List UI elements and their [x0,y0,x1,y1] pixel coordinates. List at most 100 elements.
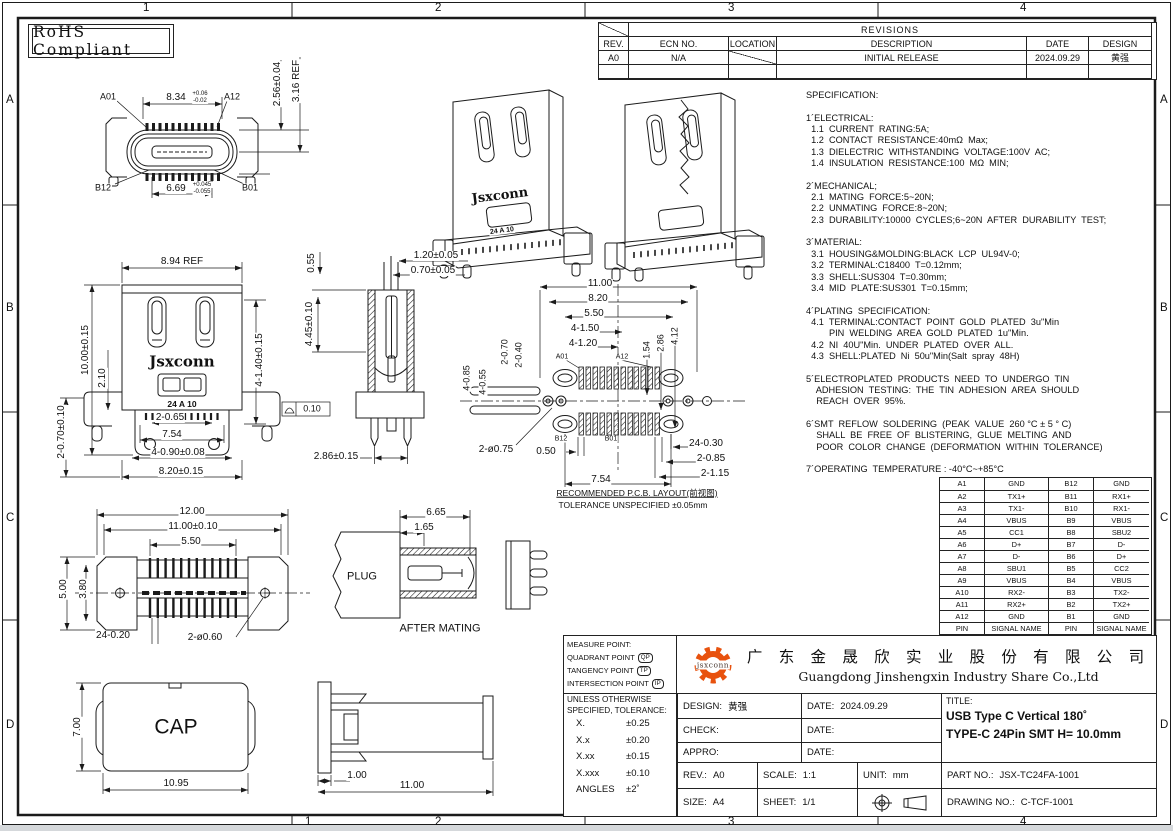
revisions-header-location: LOCATION [729,37,777,51]
sheet-cell: SHEET: 1/1 [757,789,857,816]
table-cell: A2 [940,490,985,502]
tolerance-label: X. [576,718,585,729]
view-side [355,256,425,448]
table-cell: SBU2 [1094,526,1149,538]
drawing-title-line2: TYPE-C 24Pin SMT H= 10.0mm [946,727,1122,741]
size-value: A4 [712,797,725,808]
company-logo: jsxconn [685,640,741,690]
view-cap-side [317,681,494,774]
view-front [83,284,281,456]
rohs-badge: RoHS Compliant [28,23,174,59]
revisions-header-description: DESCRIPTION [777,37,1027,51]
revisions-header-design: DESIGN [1089,37,1152,51]
table-cell: B10 [1049,502,1094,514]
part-no-value: JSX-TC24FA-1001 [999,770,1080,781]
tolerance-value: ±0.15 [626,751,650,762]
table-cell: CC2 [1094,562,1149,574]
table-cell: SIGNAL NAME [1094,622,1149,634]
date1-cell: DATE: 2024.09.29 [801,694,941,719]
scale-value: 1:1 [802,770,817,781]
date-label: DATE: [807,747,835,758]
table-cell: SIGNAL NAME [985,622,1049,634]
table-cell: GND [985,610,1049,622]
sheet-value: 1/1 [802,797,816,808]
dims-front-view [60,262,331,480]
tolerance-label: X.xx [576,751,595,762]
unit-value: mm [892,770,909,781]
revision-ecn: N/A [629,51,729,65]
revisions-empty-cell [777,65,1027,79]
measure-title: MEASURE POINT: [567,640,632,649]
table-cell: A1 [940,478,985,490]
revision-rev: A0 [599,51,629,65]
view-pcb-layout [460,284,748,470]
tolerance-header: SPECIFIED, TOLERANCE: [567,705,667,715]
rev-label: REV.: [683,770,707,781]
table-cell: PIN [940,622,985,634]
revisions-empty-cell [1089,65,1152,79]
table-cell: A7 [940,550,985,562]
table-cell: GND [985,478,1049,490]
table-cell: RX1+ [1094,490,1149,502]
tolerance-value: ±0.20 [626,734,650,746]
table-cell: B5 [1049,562,1094,574]
logo-text: jsxconn [695,660,731,669]
unit-cell: UNIT: mm [857,763,941,789]
revisions-empty-cell [1027,65,1089,79]
revisions-corner [599,23,629,37]
table-cell: TX2+ [1094,598,1149,610]
revisions-header-date: DATE [1027,37,1089,51]
view-after-mating [332,531,548,619]
zone-label-top-4: 4 [1020,2,1027,14]
zone-label-bottom-4: 4 [1020,816,1027,828]
table-cell: B1 [1049,610,1094,622]
check-label: CHECK: [683,725,719,736]
part-no-cell: PART NO.: JSX-TC24FA-1001 [941,763,1156,789]
zone-label-right-c: C [1160,512,1169,524]
size-cell: SIZE: A4 [677,789,757,816]
table-cell: CC1 [985,526,1049,538]
tolerance-label: ANGLES [576,784,615,795]
table-cell: B2 [1049,598,1094,610]
table-cell: PIN [1049,622,1094,634]
tolerance-value: ±0.10 [626,767,650,779]
date2-cell: DATE: [801,719,941,743]
appro-label: APPRO: [683,747,719,758]
tp-badge: TP [636,665,651,676]
view-iso-1 [432,89,593,279]
dims-pcb-layout [515,284,704,487]
design-value: 黄强 [728,702,748,713]
specification-text: SPECIFICATION: 1´ELECTRICAL: 1.1 CURRENT… [806,90,1107,475]
date-label: DATE: [807,725,835,736]
table-cell: D- [985,550,1049,562]
zone-label-left-c: C [6,512,15,524]
table-cell: A8 [940,562,985,574]
table-cell: D- [1094,538,1149,550]
window-edge [0,825,1173,831]
revisions-title: REVISIONS [629,23,1152,37]
zone-label-right-d: D [1160,719,1169,731]
table-cell: RX2- [985,586,1049,598]
company-banner: jsxconn 广 东 金 晟 欣 实 业 股 份 有 限 公 司 Guangd… [677,636,1156,694]
table-cell: A6 [940,538,985,550]
table-cell: A9 [940,574,985,586]
table-cell: B6 [1049,550,1094,562]
tolerance-header: UNLESS OTHERWISE [567,695,652,704]
table-cell: B12 [1049,478,1094,490]
table-cell: TX1+ [985,490,1049,502]
zone-label-top-2: 2 [435,2,442,14]
drawing-no-value: C-TCF-1001 [1020,797,1074,808]
iso2-seam [678,99,690,195]
revision-location [729,51,777,65]
sheet-label: SHEET: [763,797,797,808]
table-cell: RX1- [1094,502,1149,514]
